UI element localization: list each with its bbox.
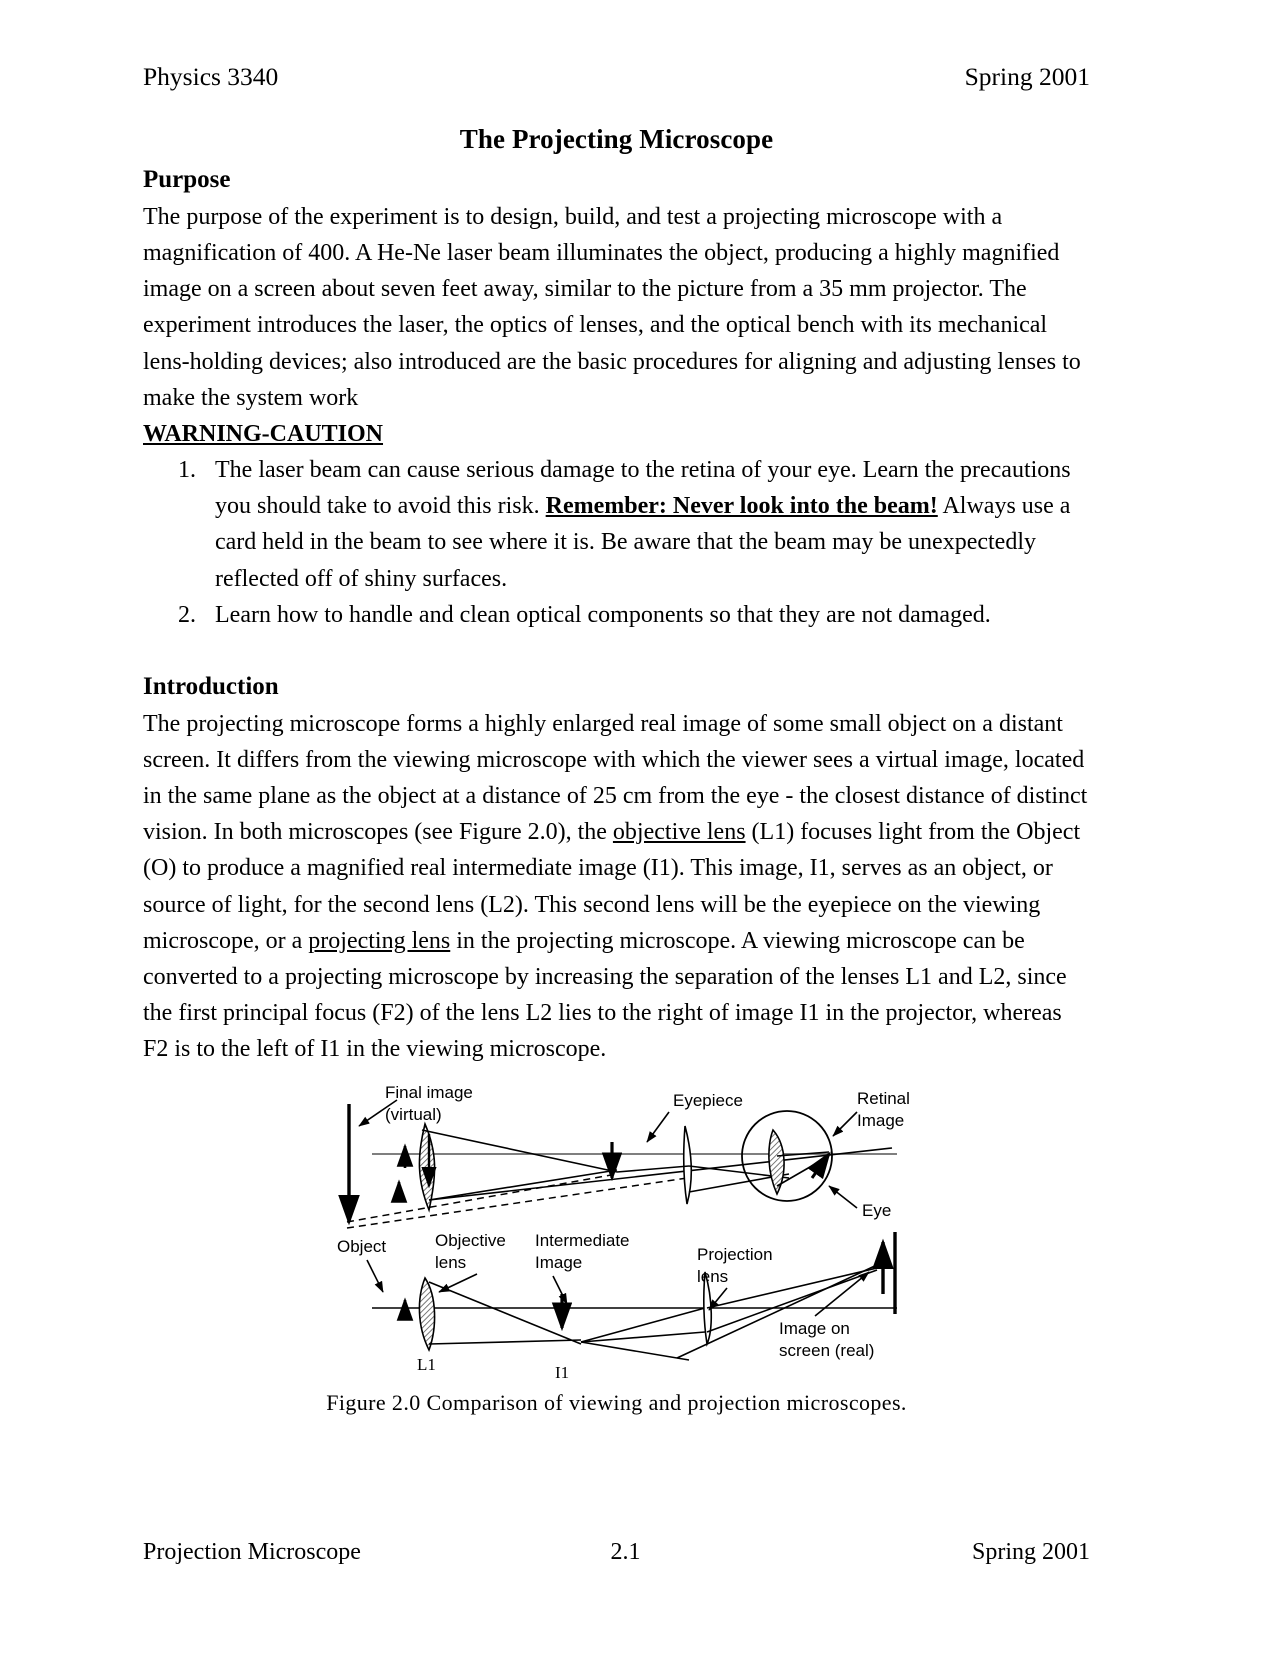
heading-purpose: Purpose bbox=[143, 166, 231, 194]
ray-top-4 bbox=[616, 1164, 689, 1173]
ray-retina-2 bbox=[776, 1154, 829, 1187]
list-item-text-part1: The laser beam can cause serious damage … bbox=[215, 457, 1071, 520]
leader-eyepiece bbox=[645, 1111, 670, 1143]
figure-2-0: Final image (virtual) Eyepiece Retinal I… bbox=[143, 1082, 1090, 1418]
label-intermediate-line2: Image bbox=[535, 1253, 582, 1272]
optics-diagram: Final image (virtual) Eyepiece Retinal I… bbox=[337, 1083, 910, 1382]
leader-projection-lens bbox=[707, 1287, 728, 1311]
virtual-ray-1 bbox=[346, 1172, 617, 1223]
running-head: Physics 3340 Spring 2001 bbox=[143, 62, 1090, 93]
ray-bot-7 bbox=[676, 1262, 879, 1359]
label-objective-line2: lens bbox=[435, 1253, 466, 1272]
leader-object bbox=[365, 1259, 384, 1293]
list-item-emphasis: Remember: Never look into the beam! bbox=[545, 493, 938, 520]
ray-retina-1 bbox=[776, 1150, 829, 1157]
label-projection-line1: Projection bbox=[697, 1245, 773, 1264]
leader-objective-lens bbox=[437, 1272, 477, 1293]
eye-lens bbox=[767, 1128, 785, 1196]
eyepiece-lens bbox=[682, 1125, 692, 1204]
introduction-paragraph: The projecting microscope forms a highly… bbox=[143, 706, 1090, 1068]
list-item-text-part1: Learn how to handle and clean optical co… bbox=[215, 601, 991, 628]
ray-bot-4 bbox=[580, 1306, 705, 1343]
objective-lens-top bbox=[418, 1121, 435, 1213]
leader-final-image bbox=[357, 1098, 397, 1127]
ray-bot-1 bbox=[428, 1280, 581, 1345]
label-i1: I1 bbox=[555, 1363, 569, 1382]
purpose-paragraph: The purpose of the experiment is to desi… bbox=[143, 203, 1081, 411]
ray-bot-2 bbox=[428, 1338, 581, 1345]
list-item-number: 1. bbox=[178, 457, 196, 484]
leader-retinal-image bbox=[831, 1111, 858, 1137]
intro-term-projecting-lens: projecting lens bbox=[308, 927, 451, 954]
heading-introduction: Introduction bbox=[143, 673, 279, 701]
warning-heading-wrap: WARNING-CAUTION bbox=[143, 416, 1090, 452]
label-retinal-line2: Image bbox=[857, 1111, 904, 1130]
label-eye: Eye bbox=[862, 1201, 891, 1220]
label-retinal-line1: Retinal bbox=[857, 1089, 910, 1108]
label-object: Object bbox=[337, 1237, 386, 1256]
label-final-image-line1: Final image bbox=[385, 1083, 473, 1102]
footer-page-number: 2.1 bbox=[610, 1539, 641, 1565]
heading-warning-caution: WARNING-CAUTION bbox=[143, 421, 384, 448]
footer-right: Spring 2001 bbox=[971, 1539, 1090, 1565]
list-item: 2. Learn how to handle and clean optical … bbox=[143, 597, 1090, 633]
label-projection-line2: lens bbox=[697, 1267, 728, 1286]
running-head-term: Spring 2001 bbox=[964, 62, 1090, 91]
list-item-text-part2: Always use a card held in the beam to se… bbox=[215, 493, 1071, 592]
label-image-screen-line1: Image on bbox=[779, 1319, 850, 1338]
ray-bot-3 bbox=[580, 1330, 705, 1343]
leader-eye bbox=[827, 1184, 857, 1209]
label-final-image-line2: (virtual) bbox=[385, 1105, 442, 1124]
list-item-number: 2. bbox=[178, 601, 196, 628]
label-eyepiece: Eyepiece bbox=[673, 1091, 743, 1110]
list-item: 1. The laser beam can cause serious damag… bbox=[143, 452, 1090, 597]
virtual-ray-2 bbox=[346, 1176, 687, 1229]
intro-segment-2: (L1) focuses light from the Object (O) t… bbox=[143, 819, 1081, 954]
label-image-screen-line2: screen (real) bbox=[779, 1341, 874, 1360]
ray-top-2 bbox=[428, 1168, 617, 1201]
ray-bot-5 bbox=[706, 1266, 877, 1309]
intro-term-objective-lens: objective lens bbox=[612, 819, 746, 846]
intro-segment-3: in the projecting microscope. A viewing … bbox=[143, 927, 1067, 1063]
ray-top-3 bbox=[428, 1146, 892, 1201]
leader-screen-image bbox=[813, 1270, 870, 1317]
figure-caption: Figure 2.0 Comparison of viewing and pro… bbox=[326, 1389, 907, 1415]
ray-bot-6 bbox=[706, 1268, 877, 1333]
objective-lens-bottom bbox=[418, 1275, 435, 1352]
warning-list: 1. The laser beam can cause serious damag… bbox=[143, 452, 1090, 633]
running-head-course: Physics 3340 bbox=[143, 62, 279, 91]
eyeball-outline bbox=[740, 1109, 833, 1202]
leader-intermediate-image bbox=[551, 1275, 568, 1305]
ray-top-1 bbox=[421, 1128, 617, 1173]
page-title: The Projecting Microscope bbox=[459, 123, 774, 154]
label-objective-line1: Objective bbox=[435, 1231, 506, 1250]
label-intermediate-line1: Intermediate bbox=[535, 1231, 630, 1250]
intro-segment-1: The projecting microscope forms a highly… bbox=[143, 710, 1088, 846]
footer-left: Projection Microscope bbox=[143, 1539, 361, 1565]
page-footer: Projection Microscope 2.1 Spring 2001 bbox=[143, 1539, 1090, 1566]
label-l1: L1 bbox=[417, 1355, 436, 1374]
ray-bot-8 bbox=[580, 1340, 689, 1361]
